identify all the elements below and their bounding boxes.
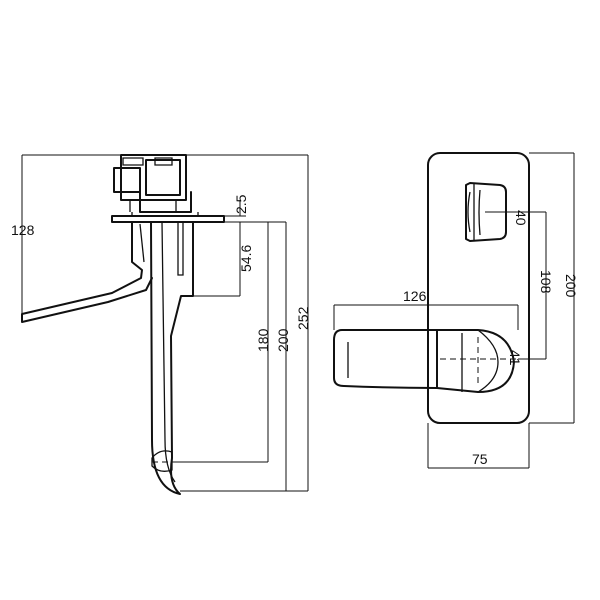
dimension-spout-length: 200 bbox=[180, 221, 291, 492]
front-view: 126 40 108 41 200 75 bbox=[333, 152, 579, 469]
dim-label-252: 252 bbox=[295, 306, 311, 330]
dim-label-128: 128 bbox=[11, 222, 35, 238]
dimension-centre-distance: 108 bbox=[518, 212, 554, 360]
lever-handle bbox=[21, 221, 153, 323]
valve-body bbox=[113, 154, 192, 213]
dim-label-126: 126 bbox=[403, 288, 427, 304]
dimension-total-height: 252 bbox=[186, 154, 311, 492]
back-plate bbox=[427, 152, 530, 424]
dim-label-200-plate: 200 bbox=[563, 274, 579, 298]
dim-label-2-5: 2.5 bbox=[233, 194, 249, 214]
dimension-hub-size: 41 bbox=[507, 350, 523, 366]
dim-label-41: 41 bbox=[507, 350, 523, 366]
diverter-knob bbox=[465, 182, 507, 242]
dim-label-108: 108 bbox=[538, 270, 554, 294]
front-lever bbox=[333, 329, 518, 393]
dim-label-200-side: 200 bbox=[275, 328, 291, 352]
dimension-outlet-drop: 180 bbox=[174, 221, 271, 463]
dimension-plate-width: 75 bbox=[427, 423, 530, 469]
dimension-diverter-size: 40 bbox=[485, 210, 546, 226]
dimension-lever-length: 126 bbox=[333, 288, 519, 330]
side-view: 128 2.5 54.6 180 200 bbox=[11, 154, 311, 495]
dimension-wall-gap: 2.5 bbox=[224, 194, 249, 223]
dim-label-40: 40 bbox=[513, 210, 529, 226]
spout bbox=[150, 221, 194, 495]
dimension-height-to-lever: 128 bbox=[11, 154, 121, 322]
wall-plate bbox=[111, 212, 225, 223]
dim-label-54-6: 54.6 bbox=[238, 245, 254, 272]
dim-label-180: 180 bbox=[255, 328, 271, 352]
dimension-spout-offset: 54.6 bbox=[193, 222, 254, 297]
dimension-plate-height: 200 bbox=[529, 152, 579, 424]
dim-label-75: 75 bbox=[472, 451, 488, 467]
